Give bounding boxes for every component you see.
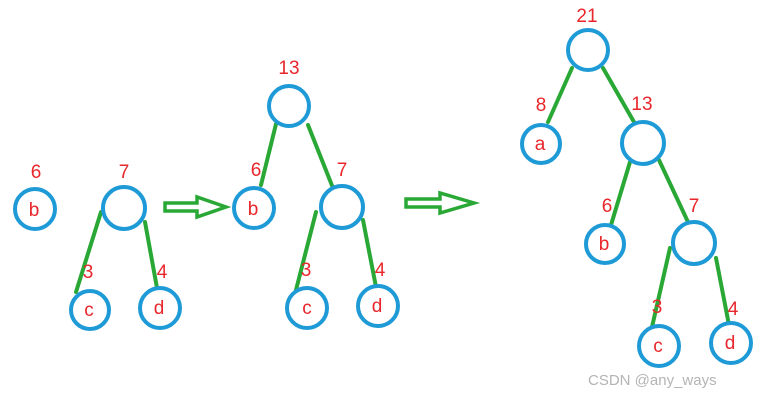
node-d: [138, 286, 182, 330]
weight-13: 13: [631, 94, 652, 115]
node-c: [69, 289, 111, 331]
weight-d: 4: [728, 299, 739, 320]
weight-b: 6: [251, 160, 262, 181]
edge-21-a: [546, 66, 574, 124]
node-d: [709, 321, 753, 365]
edge-7-c: [294, 210, 318, 292]
node-b: [232, 186, 276, 230]
stage-2-tree: 13 6 7 3 4 b c d: [232, 58, 400, 330]
node-b: [13, 187, 57, 231]
weight-21: 21: [576, 6, 597, 27]
weight-a: 8: [536, 95, 547, 116]
stage-1-tree: 6 7 3 4 b c d: [13, 162, 182, 331]
letter-d: d: [725, 333, 736, 354]
node-7: [319, 184, 365, 230]
node-a: [520, 123, 562, 165]
edge-13-7: [306, 123, 335, 190]
letter-c: c: [302, 298, 312, 319]
edge-13-7: [657, 158, 690, 224]
weight-d: 4: [375, 260, 386, 281]
edge-7-d: [361, 218, 378, 289]
letter-c: c: [653, 336, 663, 357]
letter-b: b: [599, 234, 610, 255]
node-c: [637, 324, 681, 368]
edge-13-b: [259, 122, 278, 187]
edge-21-13: [601, 66, 636, 124]
node-c: [285, 286, 329, 330]
edge-7-d: [714, 256, 731, 327]
weight-13: 13: [278, 58, 299, 79]
node-13: [620, 120, 666, 166]
node-d: [356, 284, 400, 328]
weight-b: 6: [602, 196, 613, 217]
weight-c: 3: [83, 262, 94, 283]
node-b: [584, 223, 626, 265]
edge-7-d: [143, 220, 159, 290]
letter-d: d: [154, 298, 165, 319]
weight-7: 7: [119, 162, 130, 183]
watermark: CSDN @any_ways: [588, 372, 717, 389]
edge-7-c: [74, 210, 103, 294]
letter-b: b: [248, 199, 259, 220]
arrow-right-icon: [404, 190, 481, 216]
edge-13-b: [609, 160, 632, 227]
weight-c: 3: [301, 260, 312, 281]
weight-7: 7: [337, 160, 348, 181]
weight-b: 6: [31, 162, 42, 183]
arrow-right-icon: [163, 194, 232, 220]
letter-c: c: [84, 300, 94, 321]
node-7: [101, 185, 147, 231]
node-7: [671, 220, 717, 266]
weight-d: 4: [157, 262, 168, 283]
node-21: [566, 28, 610, 72]
node-13: [267, 84, 311, 128]
weight-c: 3: [652, 297, 663, 318]
letter-b: b: [29, 200, 40, 221]
stage-3-tree: 21 8 13 6 7 3 4 a b c d: [520, 6, 753, 368]
weight-7: 7: [689, 196, 700, 217]
letter-d: d: [372, 296, 383, 317]
edge-7-c: [650, 246, 672, 329]
letter-a: a: [535, 134, 546, 155]
